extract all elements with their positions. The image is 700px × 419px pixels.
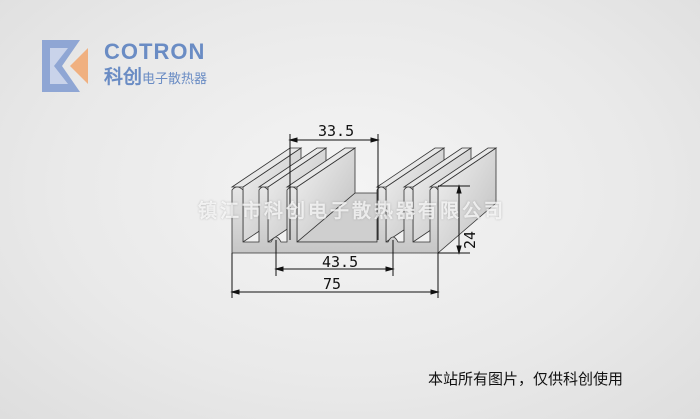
brand-cn-main: 科创	[104, 66, 143, 88]
dimension-43-5: 43.5	[322, 253, 359, 271]
footer-notice: 本站所有图片，仅供科创使用	[428, 370, 624, 388]
dimension-24: 24	[461, 230, 480, 250]
brand-name: COTRON	[104, 39, 206, 64]
brand-cn-sub: 电子散热器	[142, 72, 208, 87]
dimension-33-5: 33.5	[318, 122, 355, 140]
heatsink-body	[230, 147, 498, 254]
watermark: 镇江市科创电子散热器有限公司	[198, 200, 507, 222]
logo-mark	[42, 40, 88, 92]
brand-cn: 科创电子散热器	[104, 66, 207, 91]
dimension-75: 75	[323, 275, 342, 293]
dimension-lines	[230, 134, 470, 298]
